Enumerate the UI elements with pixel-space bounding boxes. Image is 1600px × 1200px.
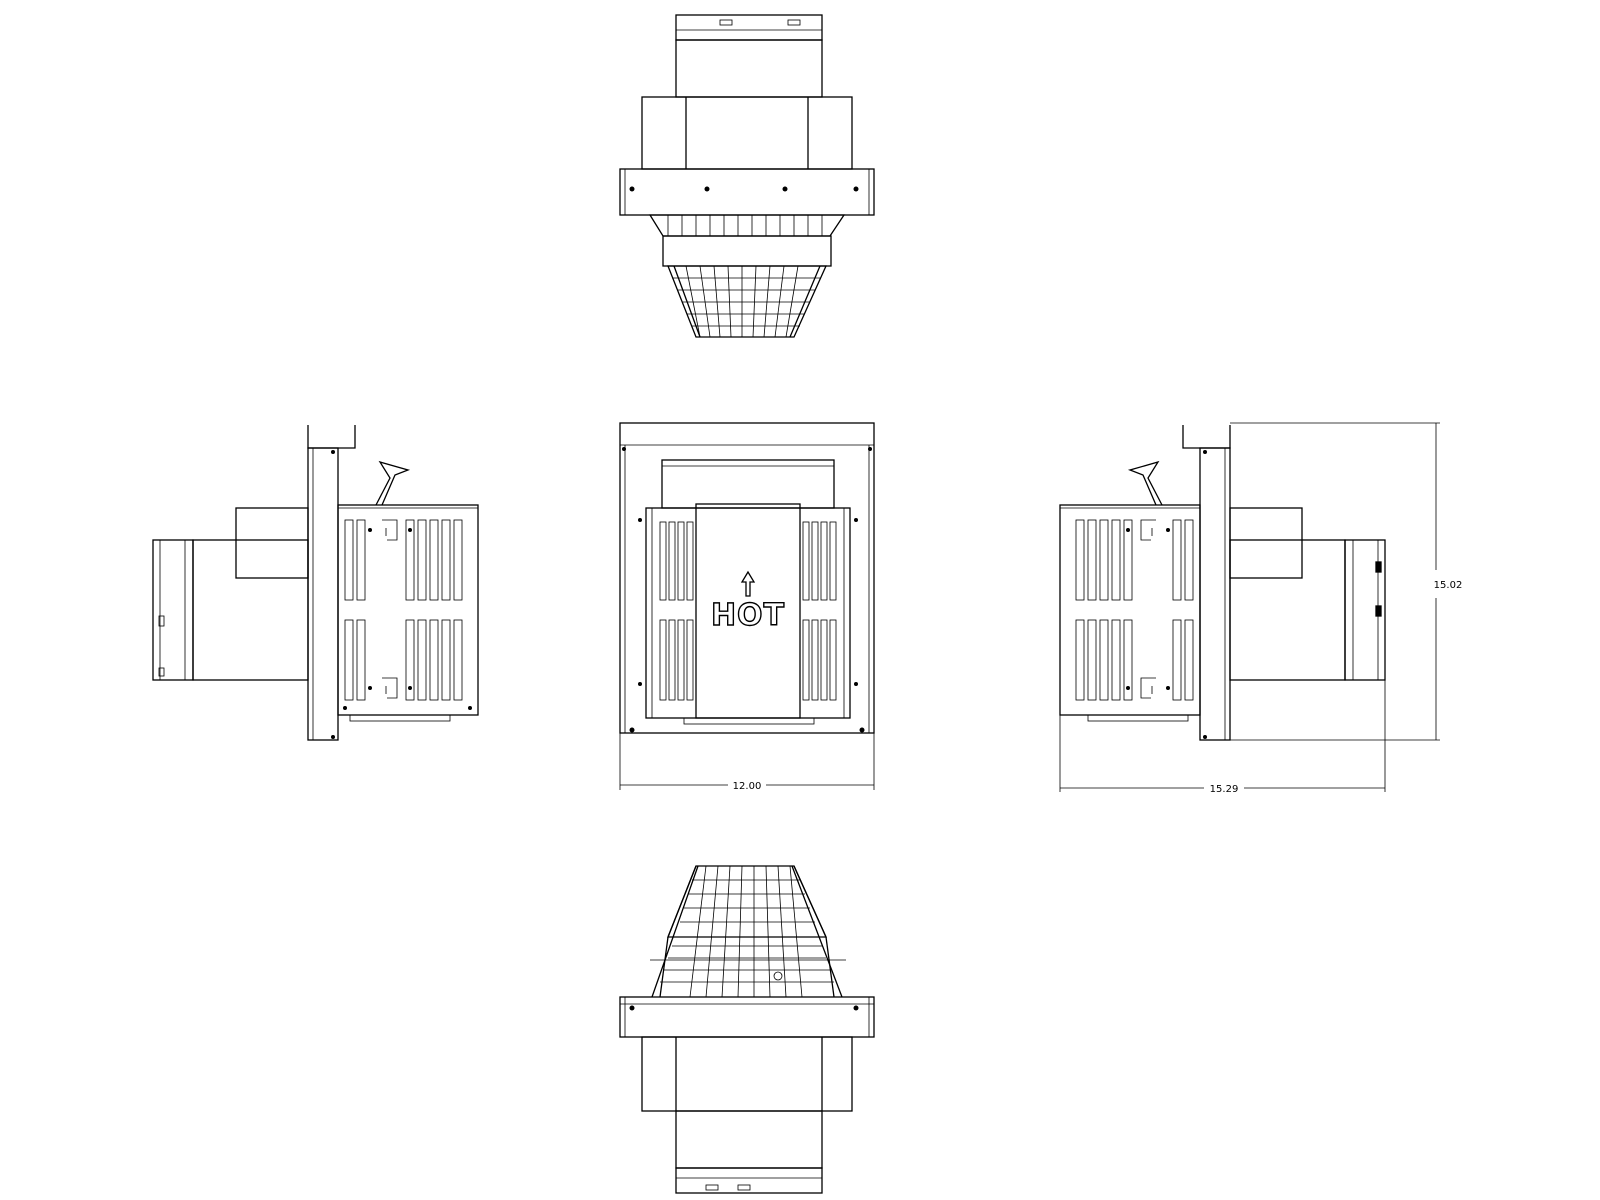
front-view: HOT	[619, 422, 875, 734]
dimension-side-depth: 15.29	[1059, 680, 1386, 795]
dimension-front-width: 12.00	[619, 733, 875, 792]
dim-front-width-label: 12.00	[733, 781, 762, 792]
top-view	[619, 14, 875, 338]
hot-label: HOT	[711, 598, 785, 633]
left-side-view	[152, 425, 479, 741]
dim-side-depth-label: 15.29	[1210, 784, 1239, 795]
up-arrow-icon	[740, 570, 756, 597]
dim-height-label: 15.02	[1434, 580, 1463, 591]
dimension-height: 15.02	[1434, 423, 1463, 740]
bottom-view	[619, 865, 875, 1194]
right-side-view	[1059, 422, 1440, 741]
